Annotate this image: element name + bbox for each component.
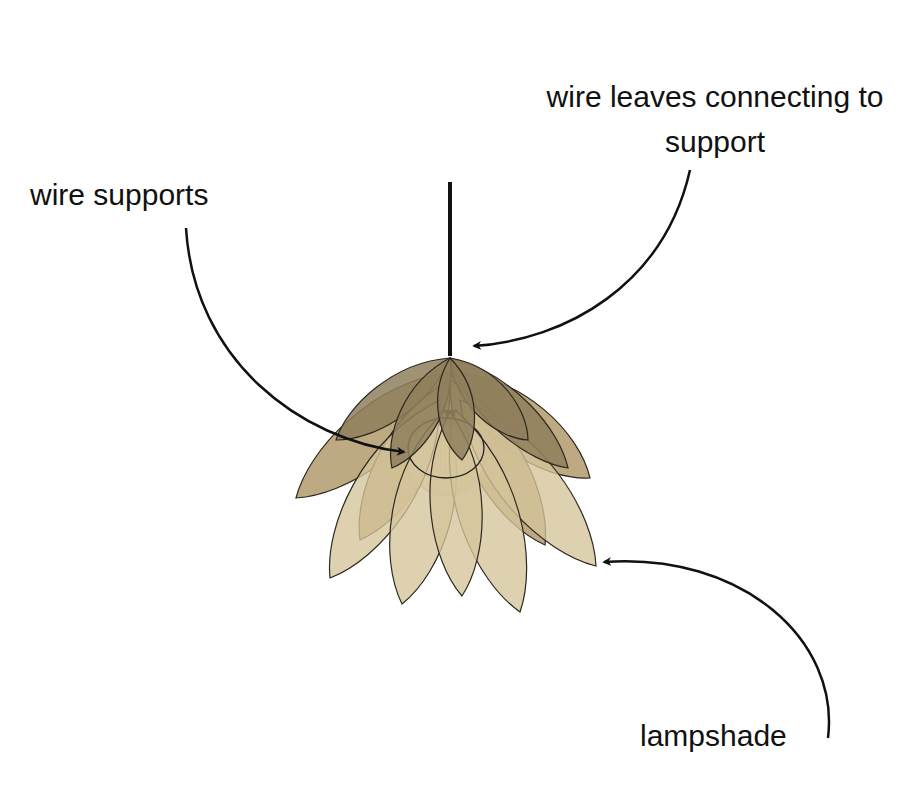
leader-lines bbox=[186, 170, 829, 738]
petal bbox=[438, 358, 475, 460]
part-label: lampshade bbox=[640, 713, 840, 758]
cap-petals bbox=[336, 358, 568, 468]
part-label: wire leaves connecting to support bbox=[520, 74, 910, 164]
cord bbox=[448, 182, 452, 356]
part-label: wire supports bbox=[30, 172, 290, 217]
